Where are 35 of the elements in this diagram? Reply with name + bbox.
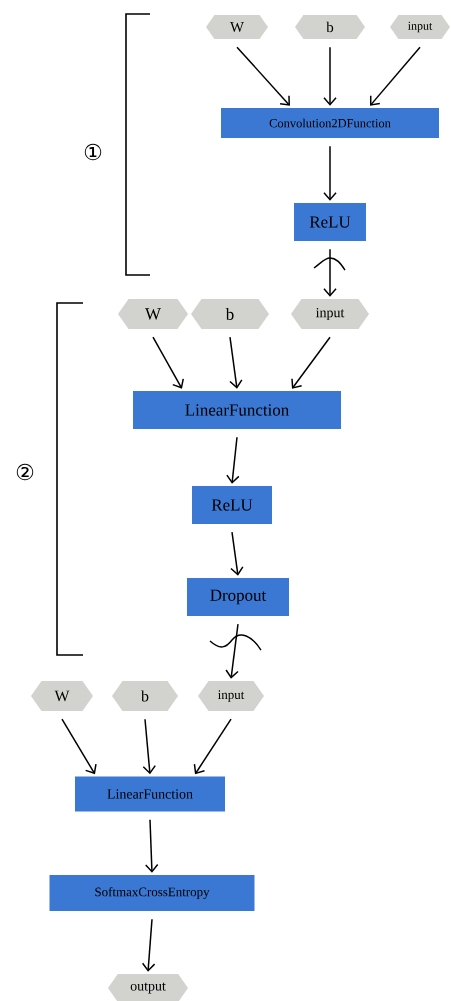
arrow [141,918,156,972]
hexagon-node: W [118,299,188,329]
function-box: LinearFunction [75,776,225,812]
arrow [229,336,243,389]
function-box: SoftmaxCrossEntropy [49,875,255,911]
hexagon-node: W [206,15,268,39]
hexagon-node: W [31,681,93,711]
arrow [323,145,337,201]
hexagon-node: output [108,974,188,1001]
arrow [323,248,337,297]
function-box: Convolution2DFunction [221,108,439,138]
arrow [144,818,159,873]
hexagon-node: input [198,681,264,711]
arrow [152,336,184,389]
arrow [142,718,156,775]
function-box: Dropout [187,578,289,616]
hexagon-node: b [112,681,178,711]
arrow [323,46,337,106]
arrow [236,46,290,106]
arrow [61,718,97,775]
hexagon-node: b [191,299,269,329]
callout-number: ② [16,463,34,481]
function-box: LinearFunction [133,391,341,429]
arrow [225,623,239,679]
function-box: ReLU [294,203,366,241]
arrow [230,531,244,576]
hexagon-node: input [390,15,450,39]
arrow [370,46,421,106]
arrow [193,718,232,775]
hexagon-node: input [291,299,369,329]
callout-number: ① [84,143,102,161]
arrow [291,336,331,389]
hexagon-node: b [295,15,365,39]
arrow [226,436,240,484]
function-box: ReLU [192,486,272,524]
